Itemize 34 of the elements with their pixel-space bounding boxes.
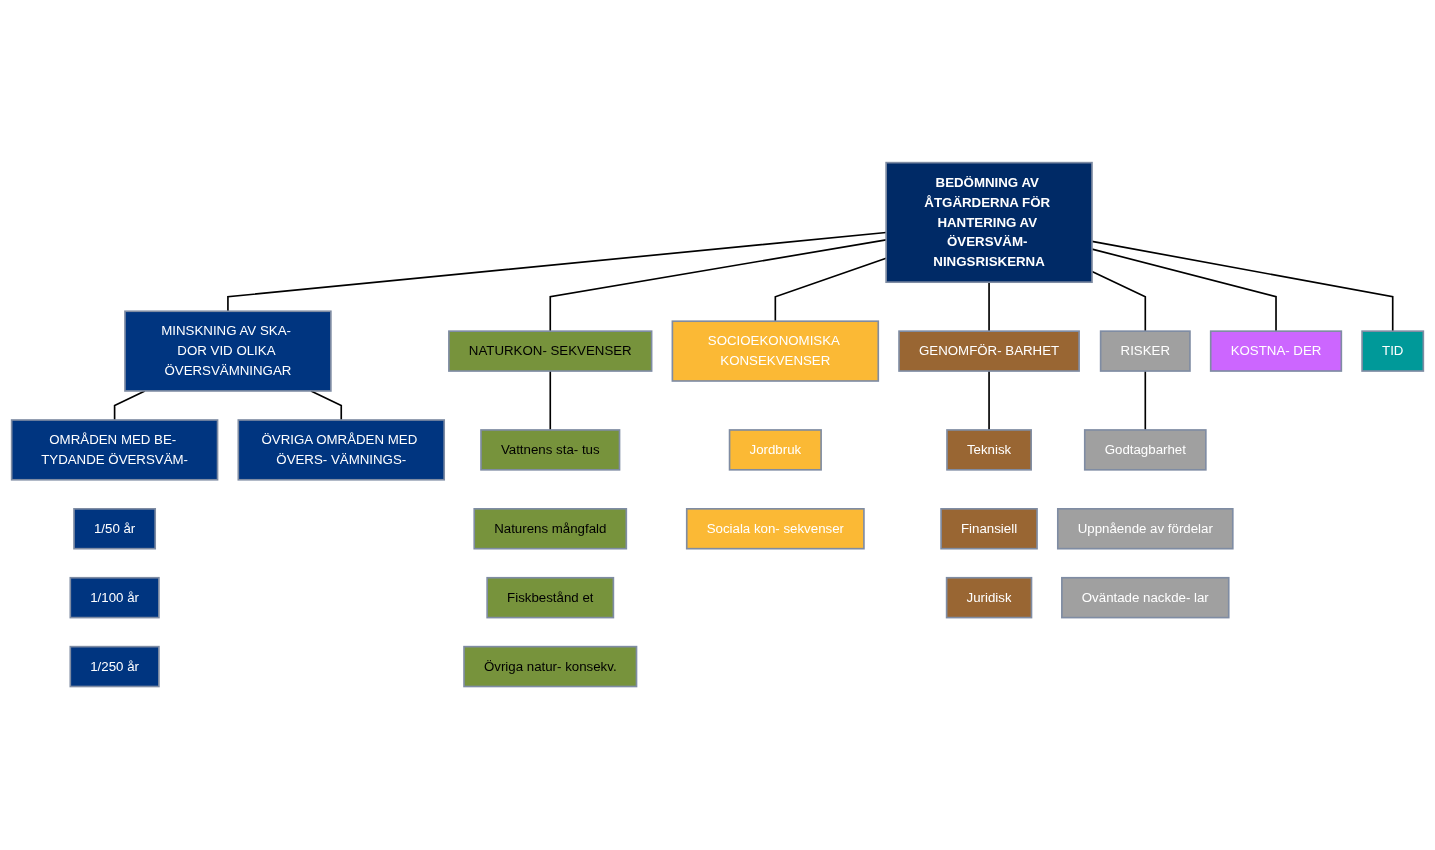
connector xyxy=(774,257,887,323)
node-box: ÖVRIGA OMRÅDEN MED ÖVERS- VÄMNINGS- xyxy=(237,419,445,482)
connector xyxy=(988,281,990,333)
connector xyxy=(1144,370,1147,432)
node-box: Jordbruk xyxy=(728,429,822,472)
node-box: NATURKON- SEKVENSER xyxy=(448,330,653,373)
connector xyxy=(988,370,990,432)
node-box: GENOMFÖR- BARHET xyxy=(898,330,1080,373)
node-box: Juridisk xyxy=(945,577,1033,619)
connector xyxy=(549,370,552,432)
node-box: Oväntade nackde- lar xyxy=(1061,577,1230,619)
node-box: 1/50 år xyxy=(73,508,157,550)
node-box: Fiskbestånd et xyxy=(486,577,615,619)
node-box: Godtagbarhet xyxy=(1083,429,1207,472)
node-box: SOCIOEKONOMISKA KONSEKVENSER xyxy=(671,320,880,383)
node-box: KOSTNA- DER xyxy=(1209,330,1343,373)
node-box: TID xyxy=(1361,330,1425,373)
node-box: OMRÅDEN MED BE- TYDANDE ÖVERSVÄM- xyxy=(10,419,219,482)
node-box: Finansiell xyxy=(940,508,1038,550)
node-box: Teknisk xyxy=(946,429,1032,472)
node-box: Sociala kon- sekvenser xyxy=(685,508,865,550)
connector xyxy=(310,390,343,422)
connector xyxy=(227,232,887,313)
node-box: RISKER xyxy=(1099,330,1191,373)
node-box: Övriga natur- konsekv. xyxy=(463,646,638,688)
node-box: Uppnående av fördelar xyxy=(1056,508,1234,550)
node-box: Naturens mångfald xyxy=(473,508,628,550)
connector xyxy=(549,239,887,333)
node-box: 1/100 år xyxy=(69,577,160,619)
node-box: BEDÖMNING AV ÅTGÄRDERNA FÖR HANTERING AV ÖVERSVÄM- NINGSRISKERNA xyxy=(885,162,1093,284)
node-box: 1/250 år xyxy=(69,646,160,688)
node-box: Vattnens sta- tus xyxy=(480,429,621,472)
node-box: MINSKNING AV SKA- DOR VID OLIKA ÖVERSVÄMNINGAR xyxy=(124,310,332,393)
connector xyxy=(113,390,146,422)
